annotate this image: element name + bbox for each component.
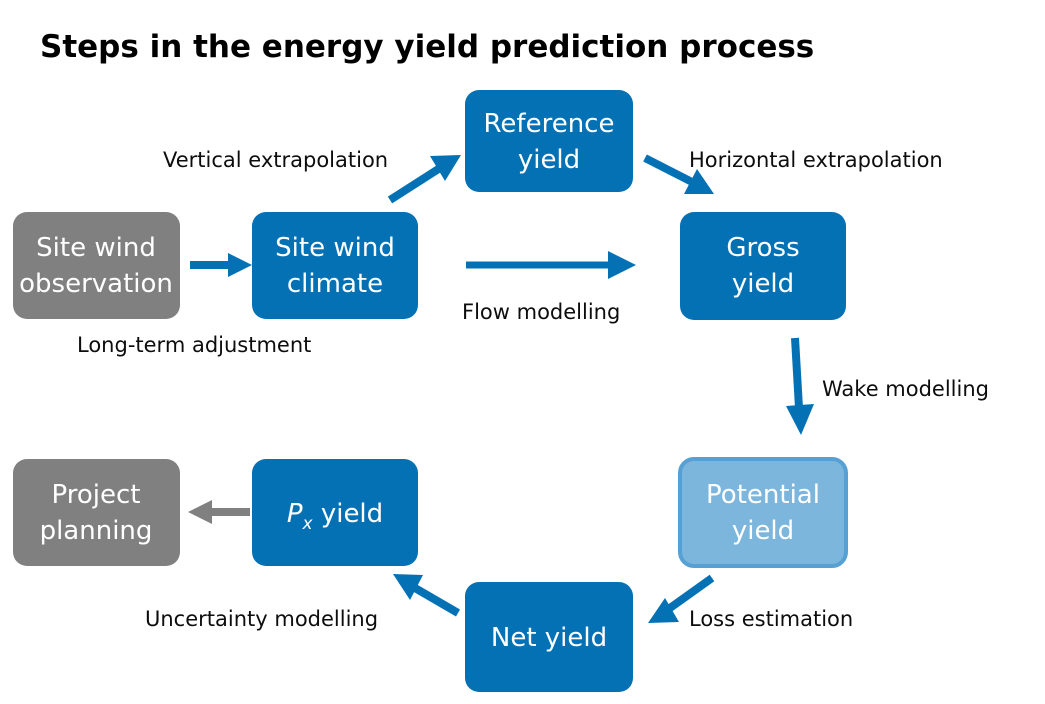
node-potential-yield[interactable]: Potential yield xyxy=(678,457,848,568)
edge-label-flow-modelling: Flow modelling xyxy=(462,300,620,324)
edge-label-uncertainty-modelling: Uncertainty modelling xyxy=(145,607,378,631)
edge-label-horizontal-extrapolation: Horizontal extrapolation xyxy=(689,148,943,172)
node-reference-yield[interactable]: Reference yield xyxy=(465,90,633,192)
node-site-wind-climate[interactable]: Site wind climate xyxy=(252,212,418,319)
node-px-yield-label: Px yield xyxy=(287,499,383,534)
edge-uncertainty-modelling xyxy=(393,574,461,617)
edge-wake-modelling xyxy=(786,337,814,435)
node-project-planning-line2: planning xyxy=(40,516,153,546)
node-reference-yield-line2: yield xyxy=(518,145,580,175)
edge-labels-layer: Long-term adjustment Vertical extrapolat… xyxy=(77,148,989,631)
edge-loss-estimation xyxy=(648,574,715,623)
edge-label-vertical-extrapolation: Vertical extrapolation xyxy=(163,148,388,172)
node-project-planning-line1: Project xyxy=(52,480,141,510)
edge-label-loss-estimation: Loss estimation xyxy=(689,607,853,631)
node-site-wind-observation[interactable]: Site wind observation xyxy=(13,212,180,319)
edge-flow-modelling xyxy=(466,251,636,279)
node-project-planning[interactable]: Project planning xyxy=(13,459,180,566)
edge-vertical-extrapolation xyxy=(387,155,461,204)
nodes-layer: Site wind observation Site wind climate … xyxy=(13,90,848,692)
node-site-wind-observation-line1: Site wind xyxy=(36,233,156,263)
node-site-wind-climate-line2: climate xyxy=(287,269,383,299)
node-px-yield-subscript: x xyxy=(302,514,314,534)
node-px-yield[interactable]: Px yield xyxy=(252,459,418,566)
edge-long-term-adjustment xyxy=(190,253,252,277)
edge-horizontal-extrapolation xyxy=(643,154,714,194)
node-net-yield-line1: Net yield xyxy=(491,623,607,653)
node-site-wind-observation-line2: observation xyxy=(19,269,173,299)
edges-layer xyxy=(188,154,814,623)
node-potential-yield-line1: Potential xyxy=(706,480,820,510)
node-px-yield-symbol: P xyxy=(287,499,303,529)
node-gross-yield-line2: yield xyxy=(732,269,794,299)
node-px-yield-suffix: yield xyxy=(313,499,384,529)
edge-label-long-term-adjustment: Long-term adjustment xyxy=(77,333,311,357)
node-potential-yield-line2: yield xyxy=(732,516,794,546)
edge-planning-handoff xyxy=(188,500,250,524)
node-site-wind-climate-line1: Site wind xyxy=(275,233,395,263)
node-net-yield[interactable]: Net yield xyxy=(465,582,633,692)
node-gross-yield[interactable]: Gross yield xyxy=(680,212,846,320)
edge-label-wake-modelling: Wake modelling xyxy=(822,377,989,401)
node-reference-yield-line1: Reference xyxy=(484,109,615,139)
page-title: Steps in the energy yield prediction pro… xyxy=(40,29,814,65)
node-gross-yield-line1: Gross xyxy=(726,233,799,263)
